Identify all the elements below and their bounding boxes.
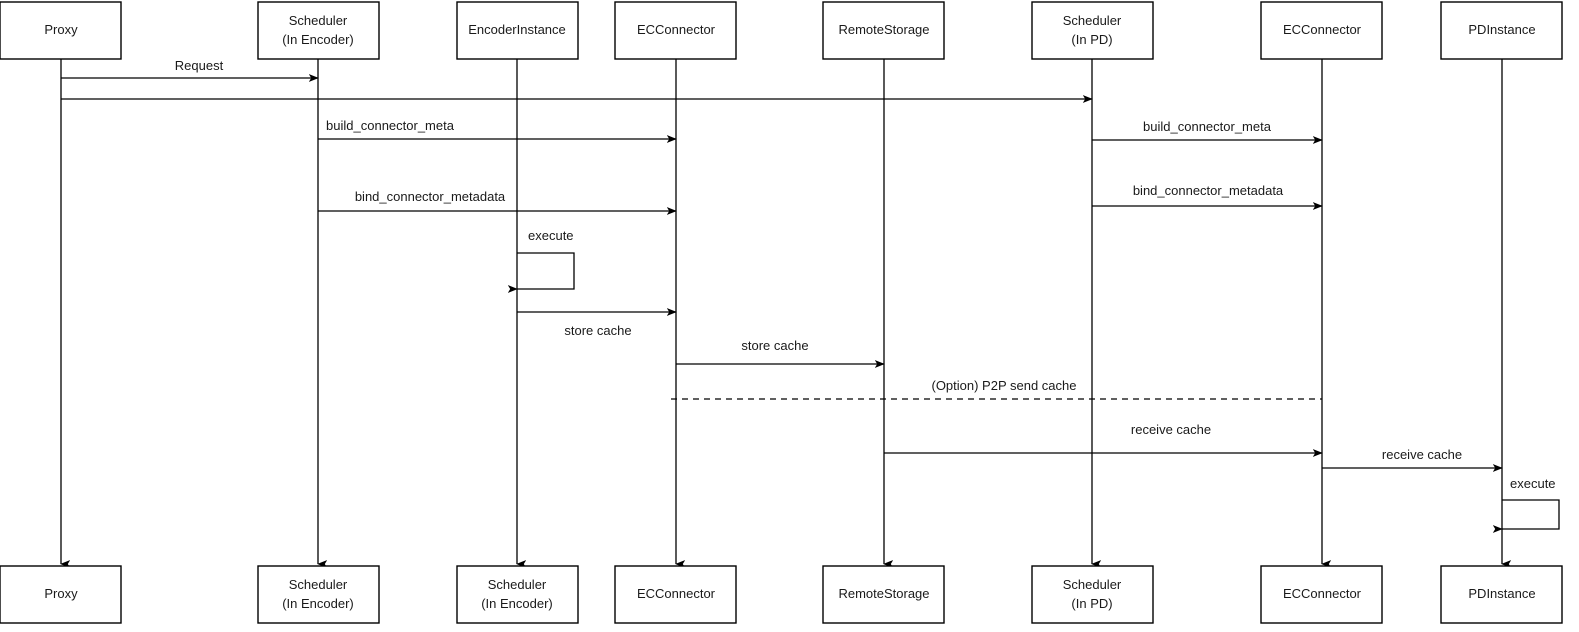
lifeline-foot-boxes-group: Proxy Scheduler (In Encoder) Scheduler (In E… (0, 565, 1563, 624)
self-message-execute-pd[interactable] (1492, 499, 1560, 533)
foot-box-scheduler-in-pd[interactable]: Scheduler (In PD) (1031, 565, 1154, 624)
foot-label-scheduler-in-pd-line2: (In PD) (1071, 596, 1112, 611)
head-label-remote-storage: RemoteStorage (838, 22, 929, 37)
message-lines-group (61, 74, 1503, 472)
foot-label-ec-connector-encoder: ECConnector (637, 586, 716, 601)
foot-label-pd-instance: PDInstance (1468, 586, 1535, 601)
foot-box-pd-instance[interactable]: PDInstance (1440, 565, 1563, 624)
head-box-encoder-instance[interactable]: EncoderInstance (456, 1, 579, 60)
message-label-receive-cache-ecconnector-to-pdinstance: receive cache (1382, 447, 1462, 462)
foot-label-scheduler-in-encoder-line2: (In Encoder) (282, 596, 354, 611)
head-label-scheduler-in-encoder-line2: (In Encoder) (282, 32, 354, 47)
lifeline-head-boxes-group: Proxy Scheduler (In Encoder) EncoderInstanc… (0, 1, 1563, 60)
self-message-execute-encoder[interactable] (507, 252, 575, 293)
message-label-build-connector-meta-pd: build_connector_meta (1143, 119, 1272, 134)
head-label-encoder-instance: EncoderInstance (468, 22, 566, 37)
message-label-request: Request (175, 58, 224, 73)
message-labels-group: Request build_connector_meta build_connect… (175, 58, 1556, 491)
foot-box-remote-storage[interactable]: RemoteStorage (822, 565, 945, 624)
head-label-ec-connector-pd: ECConnector (1283, 22, 1362, 37)
head-label-proxy: Proxy (44, 22, 78, 37)
head-box-pd-instance[interactable]: PDInstance (1440, 1, 1563, 60)
self-message-label-execute-encoder: execute (528, 228, 574, 243)
head-box-scheduler-in-encoder[interactable]: Scheduler (In Encoder) (257, 1, 380, 60)
message-label-bind-connector-metadata-pd: bind_connector_metadata (1133, 183, 1284, 198)
head-box-remote-storage[interactable]: RemoteStorage (822, 1, 945, 60)
foot-label-scheduler-in-encoder-line1: Scheduler (289, 577, 348, 592)
head-box-proxy[interactable]: Proxy (0, 1, 122, 60)
foot-label-proxy: Proxy (44, 586, 78, 601)
head-box-scheduler-in-pd[interactable]: Scheduler (In PD) (1031, 1, 1154, 60)
foot-box-scheduler-in-encoder[interactable]: Scheduler (In Encoder) (257, 565, 380, 624)
foot-box-proxy[interactable]: Proxy (0, 565, 122, 624)
lifeline-lines-group (60, 59, 1512, 568)
head-label-ec-connector-encoder: ECConnector (637, 22, 716, 37)
head-box-ec-connector-pd[interactable]: ECConnector (1260, 1, 1383, 60)
foot-label-encoder-instance-line2: (In Encoder) (481, 596, 553, 611)
message-label-build-connector-meta-encoder: build_connector_meta (326, 118, 455, 133)
message-label-store-cache-ecconnector-to-remote: store cache (741, 338, 808, 353)
message-label-store-cache-encoder-to-ecconnector: store cache (564, 323, 631, 338)
foot-label-remote-storage: RemoteStorage (838, 586, 929, 601)
head-label-pd-instance: PDInstance (1468, 22, 1535, 37)
self-message-group (507, 252, 1560, 533)
head-box-ec-connector-encoder[interactable]: ECConnector (614, 1, 737, 60)
head-label-scheduler-in-pd-line1: Scheduler (1063, 13, 1122, 28)
message-label-p2p-send-cache: (Option) P2P send cache (931, 378, 1076, 393)
foot-label-encoder-instance-line1: Scheduler (488, 577, 547, 592)
foot-box-encoder-instance[interactable]: Scheduler (In Encoder) (456, 565, 579, 624)
message-label-bind-connector-metadata-encoder: bind_connector_metadata (355, 189, 506, 204)
foot-label-ec-connector-pd: ECConnector (1283, 586, 1362, 601)
message-label-receive-cache-remote-to-ecconnector: receive cache (1131, 422, 1211, 437)
head-label-scheduler-in-encoder-line1: Scheduler (289, 13, 348, 28)
self-message-label-execute-pd: execute (1510, 476, 1556, 491)
foot-box-ec-connector-pd[interactable]: ECConnector (1260, 565, 1383, 624)
foot-label-scheduler-in-pd-line1: Scheduler (1063, 577, 1122, 592)
foot-box-ec-connector-encoder[interactable]: ECConnector (614, 565, 737, 624)
head-label-scheduler-in-pd-line2: (In PD) (1071, 32, 1112, 47)
